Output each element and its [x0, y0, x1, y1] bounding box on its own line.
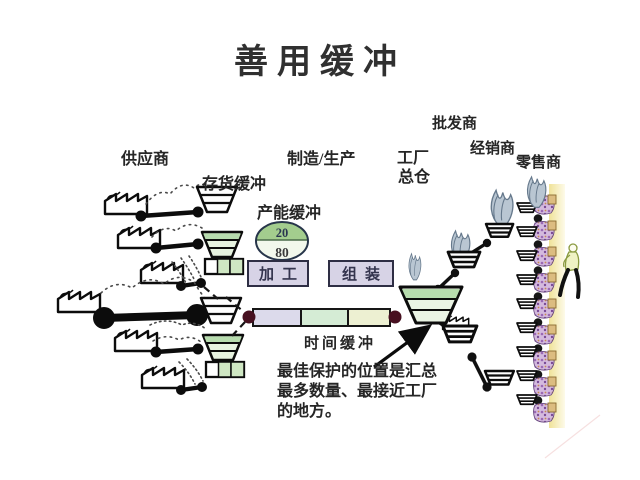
time-buffer-segment-1 — [252, 308, 302, 327]
label-capacity-buffer: 产能缓冲 — [257, 205, 322, 222]
capacity-pie: 20 80 — [255, 221, 309, 261]
label-factory-warehouse-line2: 总仓 — [398, 169, 431, 186]
assembly-box: 组装 — [328, 260, 394, 287]
factory-icon — [139, 259, 185, 285]
distributor-basket-icon — [516, 394, 538, 406]
consumer-column — [533, 187, 557, 423]
factory-icon — [113, 327, 159, 353]
dashed-flow-lines — [203, 286, 246, 339]
wip-cells-icon — [203, 257, 245, 276]
distributor-basket-icon — [516, 250, 538, 262]
annotation-line-1: 最佳保护的位置是汇总 — [277, 363, 438, 380]
label-time-buffer: 时间缓冲 — [304, 336, 377, 352]
time-buffer-bar — [242, 308, 402, 327]
inventory-buffer-funnel-icon — [200, 230, 244, 259]
label-factory-warehouse-line1: 工厂 — [397, 150, 430, 167]
buffer-node-dot — [388, 310, 402, 324]
capacity-pie-top-value: 20 — [276, 226, 289, 240]
material-flow-dots — [100, 183, 209, 385]
inventory-buffer-funnel-icon — [201, 333, 245, 362]
time-buffer-segment-2 — [300, 308, 349, 327]
demand-spray-icon — [408, 253, 422, 281]
processing-box: 加工 — [247, 260, 309, 287]
supply-link-connectors — [93, 206, 208, 395]
distributor-basket-column — [516, 202, 538, 406]
label-wholesaler: 批发商 — [432, 116, 478, 132]
label-supplier: 供应商 — [121, 151, 170, 168]
annotation-line-3: 的地方。 — [277, 403, 342, 420]
factory-icon — [140, 364, 186, 390]
annotation-arrow — [373, 324, 433, 369]
wholesaler-basket-icon — [483, 369, 516, 386]
wholesaler-basket-icon — [446, 250, 482, 269]
demand-spray-icon — [490, 189, 514, 227]
label-retailer: 零售商 — [516, 155, 562, 171]
time-buffer-segment-3 — [347, 308, 391, 327]
annotation-line-2: 最多数量、最接近工厂 — [277, 383, 438, 400]
distributor-basket-icon — [516, 226, 538, 238]
label-distributor: 经销商 — [470, 141, 516, 157]
factory-warehouse-funnel-icon — [398, 285, 464, 325]
highlight-band — [549, 184, 565, 428]
buffer-node-dot — [242, 310, 256, 324]
factory-icon — [56, 288, 102, 314]
page-title: 善用缓冲 — [234, 44, 406, 81]
label-manufacturing: 制造/生产 — [287, 151, 356, 168]
annotation-note: 最佳保护的位置是汇总 最多数量、最接近工厂 的地方。 — [277, 362, 437, 422]
capacity-pie-bottom-value: 80 — [275, 245, 289, 260]
distributor-basket-icon — [516, 322, 538, 334]
wholesaler-basket-icon — [484, 222, 515, 238]
label-inventory-buffer: 存货缓冲 — [202, 176, 267, 193]
distributor-basket-icon — [516, 298, 538, 310]
distributor-basket-icon — [516, 346, 538, 358]
distributor-basket-icon — [516, 370, 538, 382]
watermark-line — [544, 414, 601, 459]
wip-cells-icon — [204, 360, 246, 379]
wholesaler-basket-icon — [441, 324, 479, 344]
distributor-basket-icon — [516, 274, 538, 286]
